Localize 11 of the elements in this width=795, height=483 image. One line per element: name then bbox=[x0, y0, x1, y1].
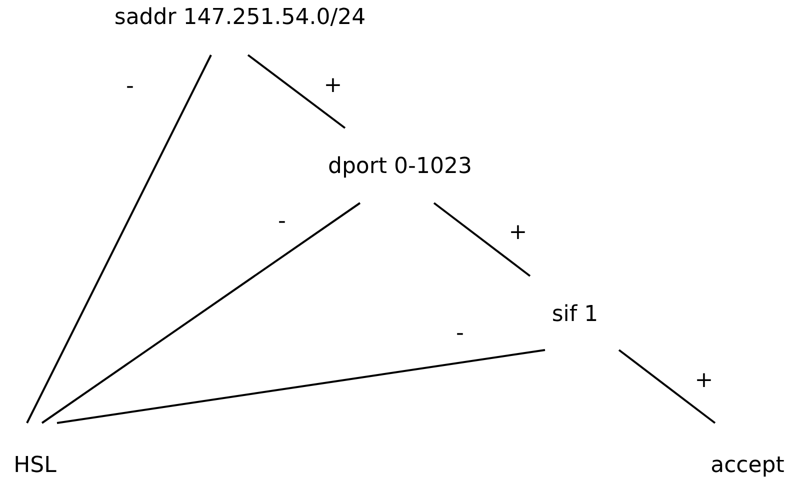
connector-line bbox=[26, 54, 212, 424]
connector-line bbox=[247, 54, 346, 129]
node-label: saddr 147.251.54.0/24 bbox=[95, 2, 385, 55]
connector-line bbox=[56, 349, 546, 424]
node-label: dport 0-1023 bbox=[300, 128, 500, 203]
connector-line bbox=[433, 202, 531, 277]
node-label: accept bbox=[700, 423, 795, 480]
node-label: sif 1 bbox=[530, 276, 620, 350]
connector-line bbox=[618, 349, 716, 424]
connector-line bbox=[41, 202, 361, 424]
node-label: HSL bbox=[0, 423, 70, 480]
